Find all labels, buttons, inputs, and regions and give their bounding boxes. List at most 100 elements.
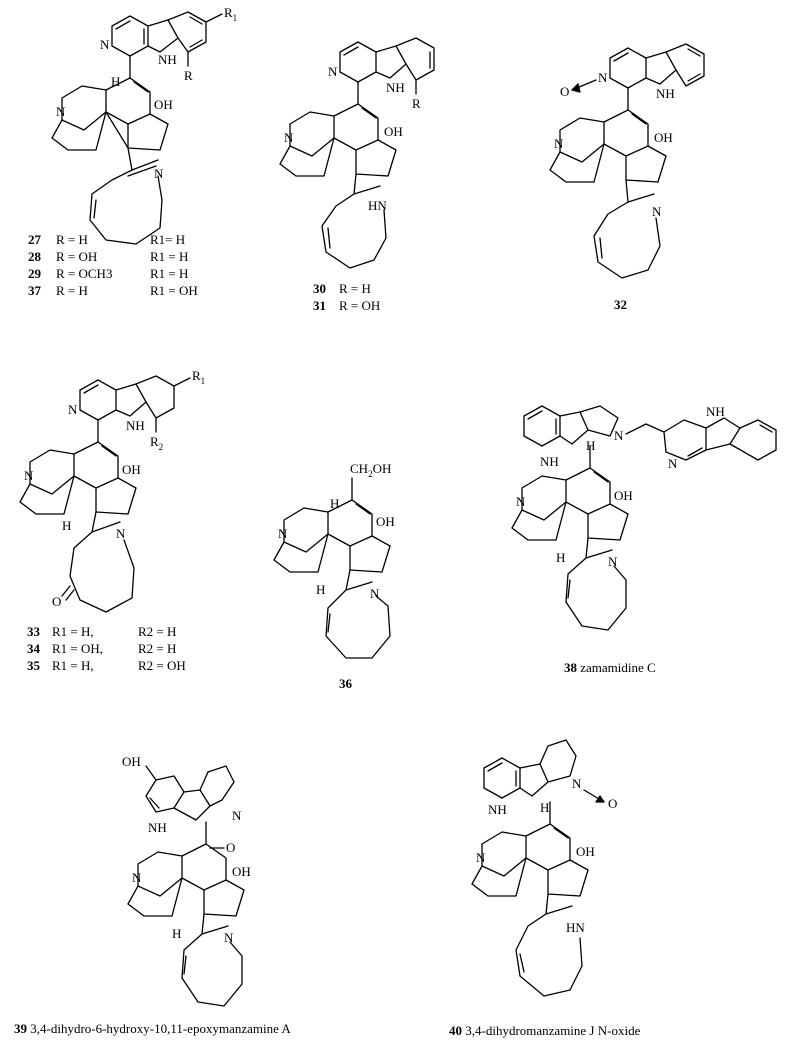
bond (549, 143, 605, 183)
bond (93, 199, 97, 219)
atom-label: R1 (224, 5, 237, 23)
atom-label: NH (540, 454, 559, 469)
bond (545, 893, 549, 915)
atom-label: OH (376, 514, 395, 529)
bond (137, 851, 183, 897)
bond (585, 537, 589, 559)
bond (553, 827, 569, 839)
atom-label: H (172, 926, 181, 941)
compound-number-32: 32 (614, 297, 627, 312)
bond (173, 377, 191, 387)
bond (645, 423, 665, 433)
atom-label: OH (576, 844, 595, 859)
bond (481, 831, 527, 877)
bond (127, 113, 169, 151)
atom-label: NH (488, 802, 507, 817)
bond (483, 757, 521, 799)
bond (131, 159, 159, 171)
bond (353, 185, 381, 195)
atom-label: NH (656, 86, 675, 101)
atom-label: N (614, 428, 624, 443)
atom-label: NH (148, 820, 167, 835)
atom-label: O (226, 840, 235, 855)
bond (627, 193, 655, 203)
bond (559, 117, 605, 163)
atom-label: N (328, 64, 338, 79)
arrow-head (595, 795, 605, 803)
bond (487, 762, 503, 772)
atom-label: N (100, 37, 110, 52)
bond (579, 405, 619, 437)
atom-label: R (412, 96, 421, 111)
bond (51, 111, 107, 151)
bond (289, 111, 335, 157)
atom-label: H (556, 550, 565, 565)
atom-label: O (608, 796, 617, 811)
bond (599, 237, 603, 259)
atom-label: N (284, 130, 294, 145)
atom-label: OH (614, 488, 633, 503)
bond (89, 169, 163, 245)
bond (65, 589, 75, 601)
bond (91, 511, 97, 533)
atom-label: N (668, 456, 678, 471)
bond (395, 37, 435, 81)
bond (631, 113, 647, 125)
atom-label: N (278, 526, 288, 541)
bond (521, 475, 567, 521)
atom-label: N (370, 586, 380, 601)
bond (511, 501, 567, 541)
atom-label: NH (126, 418, 145, 433)
bond (515, 913, 583, 997)
bond (167, 11, 207, 53)
bond (519, 763, 549, 797)
atom-label: N (56, 104, 66, 119)
bond (189, 39, 203, 48)
atom-label: N (68, 402, 78, 417)
atom-label: N (224, 930, 234, 945)
atom-label: N (132, 870, 142, 885)
atom-label: HN (566, 920, 585, 935)
bond (355, 503, 371, 515)
atom-label: H (330, 496, 339, 511)
bond (565, 557, 627, 631)
bond (135, 375, 175, 419)
atom-label: NH (158, 52, 177, 67)
bond (355, 139, 397, 177)
bond (345, 581, 373, 591)
bond (325, 589, 391, 659)
atom-label: N (24, 468, 34, 483)
bond (471, 857, 527, 897)
bond (349, 535, 391, 573)
atom-label: N (598, 70, 608, 85)
bond (687, 48, 701, 57)
bond (201, 913, 205, 935)
bond (593, 201, 661, 279)
bond (343, 46, 359, 56)
bond (587, 503, 629, 541)
arrow-head (571, 83, 581, 93)
atom-label: R (184, 68, 193, 83)
atom-label: OH (384, 124, 403, 139)
bond (327, 613, 331, 633)
bond (527, 410, 543, 420)
compound-caption-38: 38 zamamidine C (564, 660, 656, 675)
bond (283, 507, 329, 553)
bond (273, 533, 329, 573)
bond (279, 137, 335, 177)
